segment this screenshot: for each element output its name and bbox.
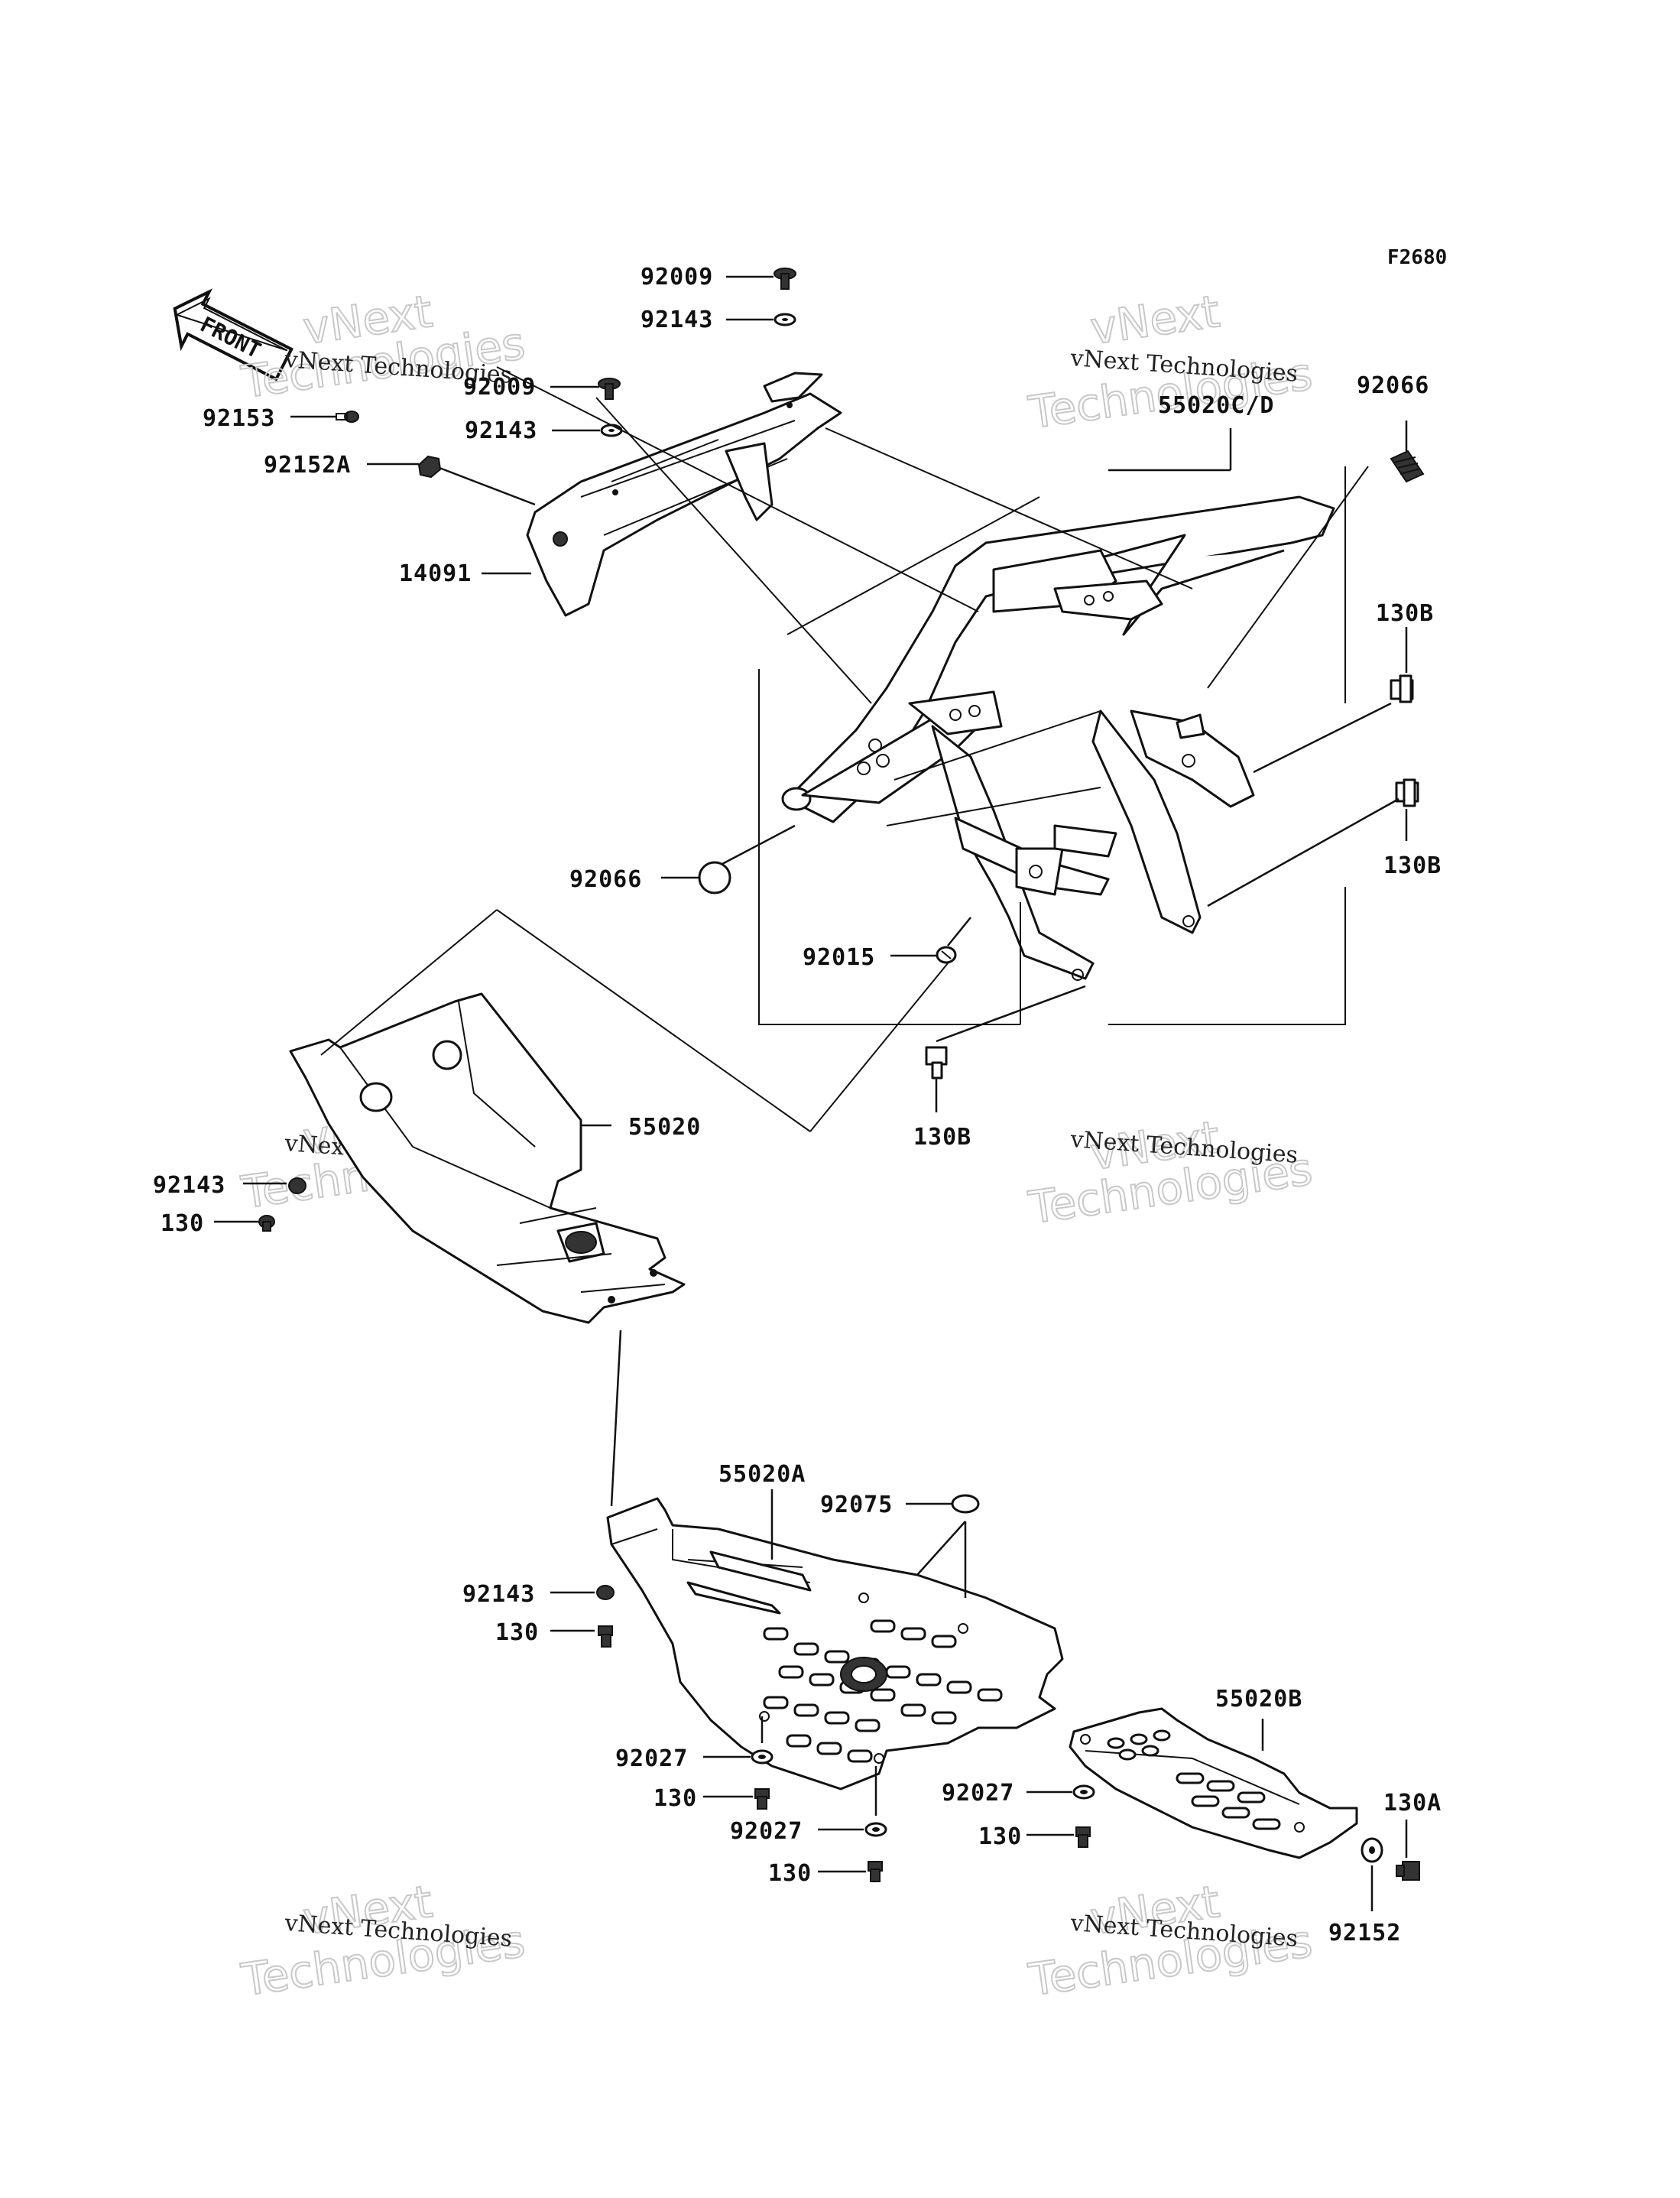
label-92153: 92153: [203, 405, 275, 432]
bolt-icon: [1075, 1826, 1091, 1848]
projection-lines: [320, 366, 1369, 1132]
label-55020cd: 55020C/D: [1158, 392, 1275, 419]
label-92143-top: 92143: [641, 307, 713, 333]
label-92009-top: 92009: [641, 264, 713, 291]
label-55020b: 55020B: [1215, 1686, 1302, 1713]
bolt-icon: [598, 1625, 613, 1648]
figure-code: F2680: [1387, 246, 1447, 269]
label-14091: 14091: [399, 560, 472, 587]
clip-icon: [936, 946, 957, 964]
screw-icon: [336, 411, 359, 423]
skid-plate-vents: [763, 1619, 1003, 1763]
label-92027-b: 92027: [730, 1818, 803, 1845]
label-92143-mid: 92143: [465, 417, 537, 444]
bolt-icon: [925, 1046, 948, 1080]
rear-plate-vents: [1107, 1729, 1281, 1830]
label-130b-bottom: 130B: [913, 1124, 971, 1151]
label-55020a: 55020A: [718, 1461, 806, 1488]
label-130-b: 130: [654, 1785, 697, 1812]
label-92152: 92152: [1328, 1920, 1401, 1946]
label-92027-a: 92027: [615, 1745, 688, 1772]
part-labels: 92009 92143 92009 92153 92143 92152A 140…: [153, 264, 1442, 1946]
label-92066-left: 92066: [569, 866, 642, 893]
label-92015: 92015: [803, 944, 875, 971]
bolt-icon: [258, 1215, 275, 1232]
washer-icon: [600, 424, 623, 437]
label-55020: 55020: [628, 1114, 701, 1141]
label-130-c: 130: [768, 1860, 812, 1887]
washer-icon: [1072, 1784, 1095, 1800]
washer-icon: [751, 1749, 774, 1765]
label-130-lower: 130: [495, 1619, 539, 1646]
label-92152a: 92152A: [264, 452, 351, 479]
leader-lines: [214, 275, 1408, 1911]
washer-icon: [596, 1585, 615, 1600]
label-130-left: 130: [161, 1210, 204, 1237]
washer-icon: [288, 1177, 306, 1194]
bolt-icon: [774, 268, 796, 290]
washer-icon: [1361, 1837, 1383, 1863]
washer-icon: [774, 313, 796, 326]
watermark-big-line1: vNext: [1087, 285, 1222, 355]
label-92143-lower: 92143: [462, 1581, 535, 1608]
label-130a: 130A: [1383, 1790, 1442, 1817]
guard-frame-part: [781, 495, 1335, 981]
bolt-icon: [1396, 1861, 1420, 1881]
cap-icon: [1390, 450, 1425, 483]
washer-icon: [864, 1822, 887, 1837]
bolt-icon: [598, 378, 621, 400]
cap-icon: [698, 861, 731, 894]
cap-icon: [951, 1494, 980, 1514]
center-skid-plate-part: [606, 1497, 1064, 1791]
bolt-icon: [1390, 674, 1414, 703]
watermark-bottom-left: vNext Technologies vNext Technologies: [237, 1875, 528, 2007]
nut-icon: [417, 455, 442, 479]
label-130b-right: 130B: [1383, 852, 1442, 879]
watermark-bottom-right: vNext Technologies vNext Technologies: [1024, 1875, 1315, 2007]
label-92027-c: 92027: [942, 1780, 1014, 1807]
bolt-icon: [868, 1861, 883, 1882]
label-92066-right: 92066: [1357, 372, 1429, 399]
rear-skid-plate-part: [1069, 1707, 1358, 1859]
watermark-mid-right: vNext Technologies vNext Technologies: [1024, 1110, 1315, 1235]
label-130-d: 130: [978, 1823, 1022, 1850]
label-130b-upper: 130B: [1376, 600, 1434, 627]
bolt-icon: [754, 1788, 770, 1810]
front-skid-plate-part: [289, 992, 686, 1324]
label-92143-left: 92143: [153, 1172, 225, 1199]
label-92075: 92075: [820, 1492, 893, 1518]
label-92009-mid: 92009: [463, 374, 536, 401]
bolt-icon: [1395, 778, 1419, 807]
